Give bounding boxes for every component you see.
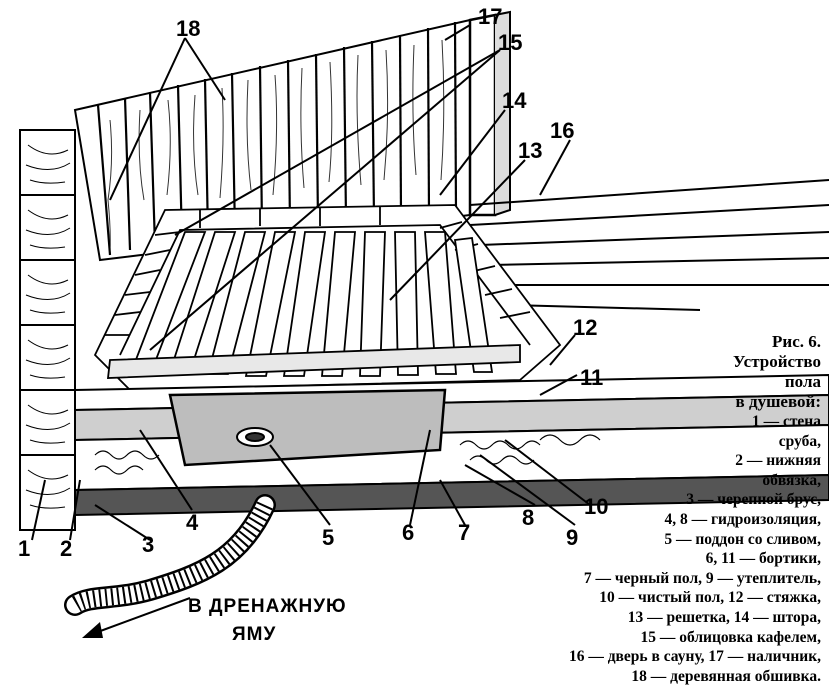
callout-13: 13	[518, 138, 542, 163]
caption-legend-line: сруба,	[778, 432, 821, 450]
caption-title: Рис. 6.	[772, 332, 821, 351]
callout-18: 18	[176, 16, 200, 41]
callout-3: 3	[142, 532, 154, 557]
drain-arrow-icon	[82, 597, 191, 638]
callout-16: 16	[550, 118, 574, 143]
log-wall	[19, 129, 76, 531]
callout-4: 4	[186, 510, 199, 535]
callout-12: 12	[573, 315, 597, 340]
drain-note-line-2: ЯМУ	[232, 624, 276, 645]
wooden-grating	[106, 231, 521, 379]
caption-subtitle: Устройство	[733, 352, 821, 371]
caption-legend-line: 1 — стена	[751, 413, 821, 430]
caption-legend-line: 2 — нижняя	[735, 452, 821, 470]
callout-17: 17	[478, 4, 502, 29]
caption-legend-line: обвязка,	[762, 471, 821, 489]
callout-15: 15	[498, 30, 522, 55]
callout-1: 1	[18, 536, 30, 561]
caption-legend-line: 7 — черный пол, 9 — утеплитель,	[583, 569, 821, 587]
caption-subtitle: пола	[784, 372, 821, 391]
callout-6: 6	[402, 520, 414, 545]
caption-legend-line: 18 — деревянная обшивка.	[631, 667, 821, 685]
callout-10: 10	[584, 494, 608, 519]
callout-9: 9	[566, 525, 578, 550]
caption-legend-line: 13 — решетка, 14 — штора,	[627, 608, 821, 626]
wood-paneling-wall	[73, 18, 471, 262]
callout-5: 5	[322, 525, 334, 550]
caption-legend-line: 6, 11 — бортики,	[705, 550, 821, 568]
caption-legend-line: 5 — поддон со сливом,	[664, 530, 821, 548]
callout-numbers: 1 2 3 4 5 6 7 8 9 10 11 12 13 14 15 16 1…	[18, 4, 608, 561]
figure-caption: Рис. 6. Устройство пола в душевой: 1 — с…	[491, 332, 821, 686]
drain-hose	[64, 494, 276, 616]
callout-11: 11	[580, 365, 603, 390]
callout-7: 7	[458, 520, 470, 545]
callout-8: 8	[522, 505, 534, 530]
callout-14: 14	[502, 88, 527, 113]
callout-2: 2	[60, 536, 72, 561]
leader-lines	[31, 24, 591, 541]
caption-legend-line: 3 — черепной брус,	[686, 491, 821, 509]
floor-substructure	[74, 373, 829, 517]
caption-subtitle: в душевой:	[735, 392, 821, 411]
caption-legend-line: 4, 8 — гидроизоляция,	[664, 510, 822, 528]
caption-legend-line: 16 — дверь в сауну, 17 — наличник,	[568, 648, 821, 666]
drain-note-line-1: В ДРЕНАЖНУЮ	[188, 596, 347, 617]
caption-legend-line: 15 — облицовка кафелем,	[640, 628, 821, 646]
caption-legend-line: 10 — чистый пол, 12 — стяжка,	[599, 589, 821, 607]
